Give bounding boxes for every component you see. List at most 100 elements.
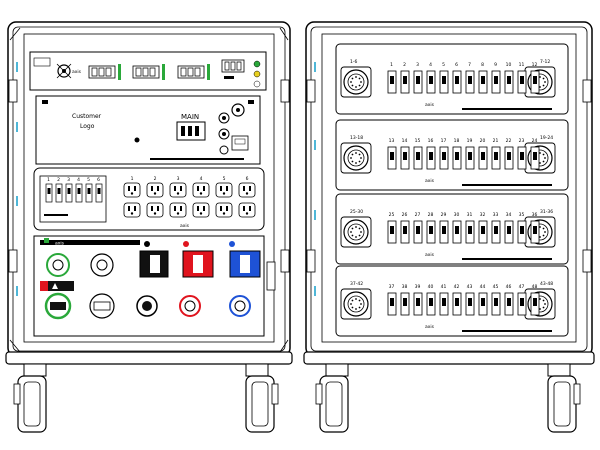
channel-breaker[interactable] [400, 292, 410, 316]
channel-breaker[interactable] [491, 70, 501, 94]
channel-breaker[interactable] [491, 220, 501, 244]
channel-breaker[interactable] [387, 146, 397, 170]
duplex-outlet[interactable] [123, 202, 141, 218]
duplex-outlet[interactable] [192, 202, 210, 218]
channel-breaker[interactable] [491, 292, 501, 316]
single-pin-connector-red[interactable] [179, 295, 201, 317]
channel-breaker[interactable] [439, 146, 449, 170]
multipin-connector-right[interactable] [524, 66, 556, 98]
channel-breaker[interactable] [387, 292, 397, 316]
channel-breaker[interactable] [452, 146, 462, 170]
channel-breaker[interactable] [426, 146, 436, 170]
multipin-connector-left[interactable] [340, 216, 372, 248]
channel-breaker[interactable] [478, 220, 488, 244]
channel-breaker[interactable] [491, 146, 501, 170]
single-pin-connector-black[interactable] [136, 295, 158, 317]
channel-breaker[interactable] [504, 292, 514, 316]
section-brand-text: axis [425, 178, 435, 184]
channel-breaker[interactable] [439, 70, 449, 94]
channel-breaker[interactable] [452, 292, 462, 316]
channel-breaker[interactable] [426, 292, 436, 316]
powercon-connector-green[interactable] [46, 253, 70, 277]
duplex-outlet[interactable] [146, 182, 164, 198]
duplex-outlet[interactable] [169, 182, 187, 198]
powercon-connector-grey-2[interactable] [89, 293, 115, 319]
channel-breaker[interactable] [413, 146, 423, 170]
channel-breaker[interactable] [426, 70, 436, 94]
powercon-connector-grey[interactable] [90, 253, 114, 277]
channel-breaker[interactable] [530, 70, 540, 94]
multipin-connector-left[interactable] [340, 66, 372, 98]
channel-breaker[interactable] [517, 146, 527, 170]
channel-number: 24 [532, 138, 538, 144]
channel-breaker[interactable] [478, 146, 488, 170]
channel-breaker[interactable] [452, 70, 462, 94]
channel-breaker[interactable] [478, 292, 488, 316]
channel-breaker[interactable] [400, 146, 410, 170]
channel-number: 9 [494, 62, 497, 68]
channel-number: 45 [493, 284, 499, 290]
channel-breaker[interactable] [413, 292, 423, 316]
channel-breaker[interactable] [439, 220, 449, 244]
multipin-right-label: 31-36 [540, 209, 553, 215]
camlock-black[interactable] [139, 250, 169, 278]
duplex-outlet[interactable] [146, 202, 164, 218]
multipin-connector-left[interactable] [340, 142, 372, 174]
channel-breaker[interactable] [465, 292, 475, 316]
channel-breaker[interactable] [504, 220, 514, 244]
camlock-blue[interactable] [229, 250, 261, 278]
channel-breaker[interactable] [387, 70, 397, 94]
channel-breaker[interactable] [517, 220, 527, 244]
channel-breaker[interactable] [504, 146, 514, 170]
channel-breaker[interactable] [465, 70, 475, 94]
channel-breaker[interactable] [400, 70, 410, 94]
channel-breaker[interactable] [387, 220, 397, 244]
duplex-outlet[interactable] [238, 182, 256, 198]
single-pin-connector-blue[interactable] [229, 295, 251, 317]
duplex-outlet[interactable] [215, 202, 233, 218]
multipin-connector-right[interactable] [524, 142, 556, 174]
channel-number: 44 [480, 284, 486, 290]
multipin-connector-right[interactable] [524, 216, 556, 248]
powercon-connector-green-2[interactable] [44, 292, 72, 320]
multipin-connector-right[interactable] [524, 288, 556, 320]
channel-breaker[interactable] [413, 70, 423, 94]
branch-breaker[interactable]: 4 [75, 177, 83, 203]
channel-breaker[interactable] [465, 146, 475, 170]
channel-breaker[interactable] [452, 220, 462, 244]
branch-breaker[interactable]: 6 [95, 177, 103, 203]
duplex-outlet[interactable] [169, 202, 187, 218]
channel-breaker[interactable] [413, 220, 423, 244]
channel-breaker[interactable] [400, 220, 410, 244]
main-breaker-switch[interactable] [176, 121, 206, 141]
channel-breaker[interactable] [478, 70, 488, 94]
meter-panel: axis [29, 51, 267, 91]
channel-breaker[interactable] [530, 292, 540, 316]
branch-breaker[interactable]: 2 [55, 177, 63, 203]
channel-number: 20 [480, 138, 486, 144]
channel-breaker[interactable] [530, 220, 540, 244]
brand-logo-icon [56, 63, 72, 79]
channel-number: 23 [519, 138, 525, 144]
channel-breaker[interactable] [517, 292, 527, 316]
channel-breaker[interactable] [465, 220, 475, 244]
customer-logo-line1: Customer [72, 113, 102, 120]
multipin-left-label: 25-30 [350, 209, 363, 215]
branch-breaker[interactable]: 3 [65, 177, 73, 203]
duplex-outlet[interactable] [215, 182, 233, 198]
channel-breaker[interactable] [439, 292, 449, 316]
branch-breaker[interactable]: 1 [45, 177, 53, 203]
breaker-number: 2 [57, 177, 60, 183]
channel-breaker[interactable] [530, 146, 540, 170]
camlock-red[interactable] [182, 250, 214, 278]
branch-breaker[interactable]: 5 [85, 177, 93, 203]
channel-breaker[interactable] [504, 70, 514, 94]
channel-breaker[interactable] [426, 220, 436, 244]
duplex-outlet[interactable] [238, 202, 256, 218]
duplex-outlet[interactable] [192, 182, 210, 198]
duplex-outlet[interactable] [123, 182, 141, 198]
caster-left-1 [13, 363, 47, 433]
multipin-connector-left[interactable] [340, 288, 372, 320]
channel-breaker[interactable] [517, 70, 527, 94]
